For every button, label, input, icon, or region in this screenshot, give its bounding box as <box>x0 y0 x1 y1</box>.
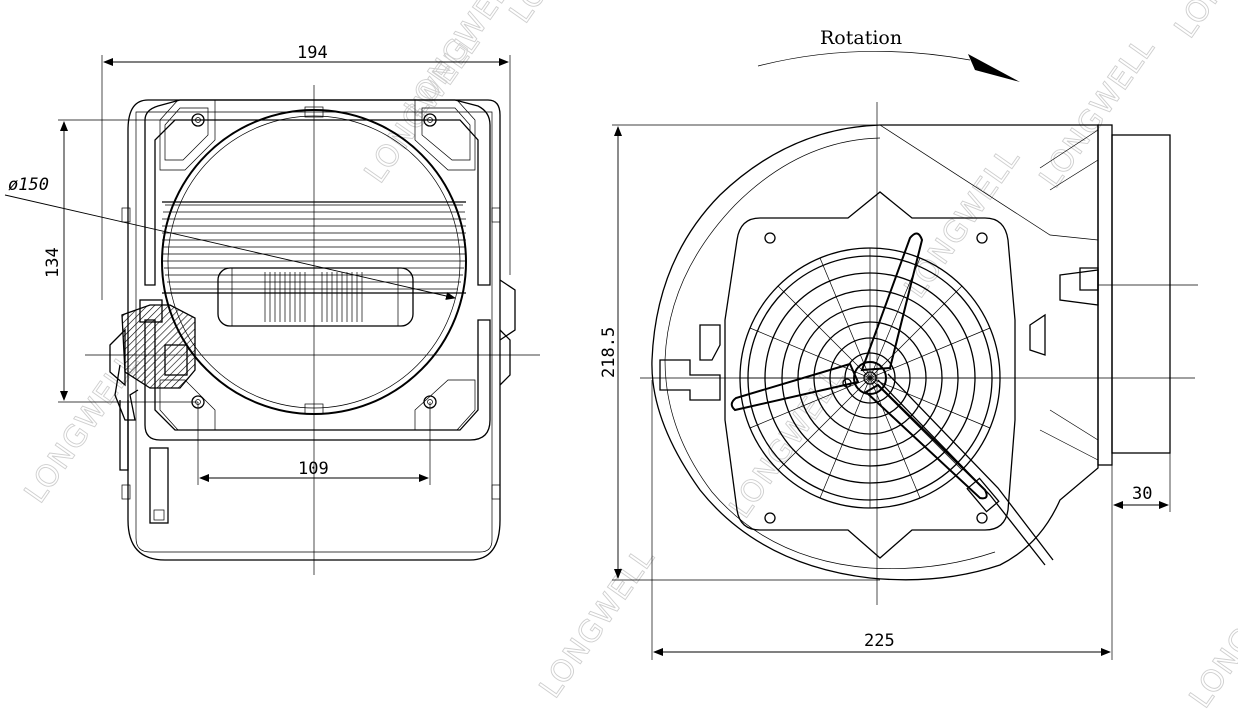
dim-front-width: 194 <box>297 43 328 63</box>
side-dimensions: Rotation 218.5 225 30 <box>599 27 1171 660</box>
watermark-10: LONGWELL <box>1183 551 1238 714</box>
watermark-3: LONGWELL <box>503 0 632 30</box>
dim-inlet-diameter: ø150 <box>8 175 49 195</box>
dim-side-width: 225 <box>864 631 895 651</box>
watermark-5: LONGWELL <box>533 541 662 704</box>
watermark-7: LONGWELL <box>1168 0 1238 45</box>
side-view <box>640 102 1198 605</box>
dim-mount-spacing: 109 <box>298 459 329 479</box>
watermarks: LONGWELL LONGWELL LONGWELL LONGWELL LONG… <box>17 0 1238 715</box>
front-dimensions: 194 134 ø150 109 <box>4 43 511 485</box>
front-view <box>85 85 540 575</box>
watermark-9: LONGWELL <box>898 141 1027 304</box>
connector-section <box>109 299 196 421</box>
dim-front-height: 134 <box>43 247 63 278</box>
rotation-label: Rotation <box>820 27 902 49</box>
rotation-arrow <box>968 54 1020 82</box>
dim-outlet-depth: 30 <box>1132 484 1152 504</box>
rotation-arc <box>757 51 971 67</box>
motor-windings <box>264 272 363 322</box>
dim-side-height: 218.5 <box>599 327 619 378</box>
